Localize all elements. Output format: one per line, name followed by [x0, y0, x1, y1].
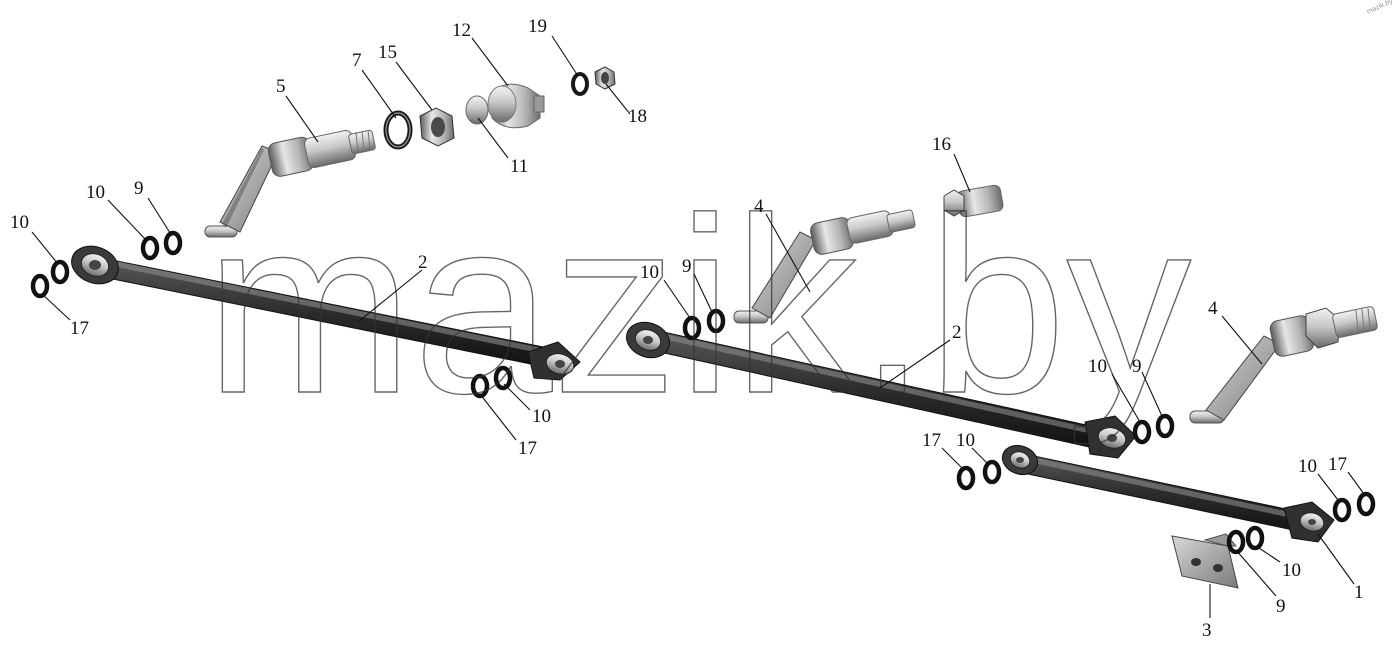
washer-10-lower-right — [1245, 525, 1265, 551]
leader-10g — [1317, 473, 1339, 501]
callout-17a: 17 — [70, 318, 89, 339]
leader-15 — [395, 61, 433, 111]
leader-5 — [285, 95, 319, 143]
rod-left — [71, 245, 581, 381]
leader-10f — [971, 447, 989, 465]
leader-10e — [1111, 373, 1141, 423]
nut-15 — [419, 107, 455, 147]
leader-10a — [31, 231, 59, 265]
bushing-16 — [943, 184, 1004, 218]
callout-10f: 10 — [956, 430, 975, 451]
washer-10-mid-left — [493, 365, 513, 391]
callout-12: 12 — [452, 20, 471, 41]
leader-10b — [107, 199, 147, 241]
callout-3: 3 — [1202, 620, 1212, 641]
leader-1 — [1317, 533, 1355, 585]
washer-group — [30, 230, 1376, 555]
callout-labels: 5 7 15 12 19 18 11 16 4 4 10 17 10 9 2 1… — [10, 16, 1364, 641]
leader-4b — [1221, 315, 1263, 365]
callout-17d: 17 — [1328, 454, 1347, 475]
callout-1: 1 — [1354, 582, 1364, 603]
callout-9b: 9 — [682, 256, 692, 277]
washer-9-upper-left — [163, 230, 183, 256]
leader-17c — [941, 447, 963, 469]
callout-10b: 10 — [86, 182, 105, 203]
washer-10-far-right — [1332, 497, 1352, 523]
leader-17b — [479, 393, 517, 441]
lever-assembly-4-right — [1189, 306, 1378, 424]
washer-9-right — [1155, 413, 1175, 439]
callout-10e: 10 — [1088, 356, 1107, 377]
washer-10-middle — [682, 315, 702, 341]
leader-10d — [663, 279, 691, 319]
callout-17c: 17 — [922, 430, 941, 451]
nut-18 — [594, 66, 616, 90]
callout-7: 7 — [352, 50, 362, 71]
leader-11 — [477, 117, 509, 159]
leader-7 — [361, 69, 397, 119]
leader-9d — [1235, 549, 1277, 597]
callout-9a: 9 — [134, 178, 144, 199]
washer-10-left — [50, 259, 70, 285]
callout-4a: 4 — [754, 196, 764, 217]
leader-17d — [1347, 471, 1365, 495]
leader-17a — [41, 293, 71, 321]
cup-12 — [487, 83, 545, 129]
callout-19: 19 — [528, 16, 547, 37]
washer-10-lower-mid — [982, 459, 1002, 485]
leader-9a — [147, 197, 173, 237]
leader-2a — [357, 269, 423, 323]
callout-2b: 2 — [952, 322, 962, 343]
washer-9-lower-right — [1226, 529, 1246, 555]
leader-10h — [1255, 545, 1281, 563]
callout-16: 16 — [932, 134, 951, 155]
callout-15: 15 — [378, 42, 397, 63]
rod-middle — [626, 321, 1137, 459]
washer-9-middle — [706, 308, 726, 334]
rod-lower-right — [1001, 444, 1335, 543]
leader-9b — [693, 273, 713, 313]
cap-11 — [465, 95, 489, 125]
corner-mark: mazik.by — [1366, 0, 1394, 16]
washer-7 — [383, 110, 413, 150]
callout-10g: 10 — [1298, 456, 1317, 477]
callout-9d: 9 — [1276, 596, 1286, 617]
washer-17-far-right — [1356, 491, 1376, 517]
leader-2b — [879, 339, 951, 389]
leader-10c — [503, 383, 531, 411]
callout-5: 5 — [276, 76, 286, 97]
callout-2a: 2 — [418, 252, 428, 273]
lever-assembly-4-middle — [733, 209, 916, 324]
callout-17b: 17 — [518, 438, 537, 459]
leader-9c — [1141, 371, 1163, 417]
leader-4a — [765, 213, 811, 293]
leader-18 — [605, 83, 631, 115]
washer-10-right — [1132, 419, 1152, 445]
callout-18: 18 — [628, 106, 647, 127]
callout-10a: 10 — [10, 212, 29, 233]
callout-11: 11 — [510, 156, 528, 177]
leader-lines — [31, 35, 1365, 618]
leader-12 — [471, 37, 509, 87]
washer-17-left — [30, 273, 50, 299]
washer-19 — [571, 72, 589, 96]
leader-16 — [953, 153, 971, 193]
watermark: mazik.by — [205, 166, 1191, 445]
washer-10-upper-left — [140, 235, 160, 261]
lever-assembly-5 — [204, 129, 376, 238]
leader-19 — [551, 35, 579, 77]
callout-9c: 9 — [1132, 356, 1142, 377]
washer-17-lower-mid — [956, 465, 976, 491]
callout-4b: 4 — [1208, 298, 1218, 319]
callout-10c: 10 — [532, 406, 551, 427]
washer-17-mid-left — [470, 373, 490, 399]
callout-10d: 10 — [640, 262, 659, 283]
callout-10h: 10 — [1282, 560, 1301, 581]
